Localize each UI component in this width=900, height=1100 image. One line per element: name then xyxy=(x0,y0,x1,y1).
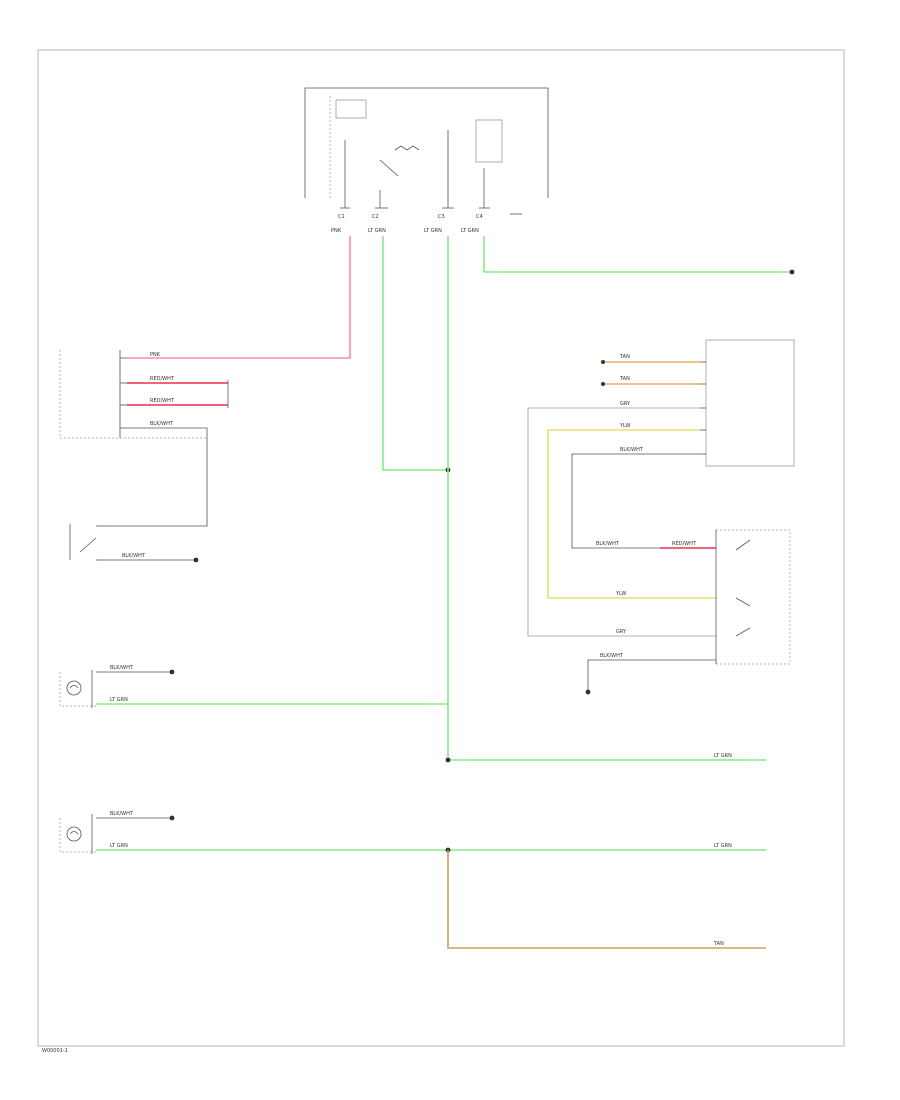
wire-label-ltgrn-top-2: LT GRN xyxy=(424,228,442,234)
wire-label-ylw-2: YLW xyxy=(615,591,626,597)
conn-c1-label: C1 xyxy=(338,214,345,220)
fuse-relay-block xyxy=(304,87,549,215)
wire-label-red-3: RED/WHT xyxy=(672,541,697,547)
conn-c3-label: C3 xyxy=(438,214,445,220)
wire-label-blk-4: BLK/WHT xyxy=(596,541,620,547)
conn-c4-label: C4 xyxy=(476,214,483,220)
range-switch xyxy=(715,529,791,665)
wire-label-ltgrn-r1: LT GRN xyxy=(714,753,732,759)
wire-ltgrn-ground xyxy=(382,236,448,471)
wire-label-ltgrn-top-1: LT GRN xyxy=(368,228,386,234)
wire-label-pnk-bcm: PNK xyxy=(150,352,161,358)
wire-label-red-2: RED/WHT xyxy=(150,398,175,404)
wire-label-tan-3: TAN xyxy=(713,941,724,947)
wire-label-pnk-top: PNK xyxy=(331,228,342,234)
wire-ltgrn-to-module xyxy=(483,236,792,273)
wire-label-red-1: RED/WHT xyxy=(150,376,175,382)
wire-label-blk-2: BLK/WHT xyxy=(122,553,146,559)
right-backup-lamp xyxy=(59,814,96,854)
wire-label-ltgrn-r2: LT GRN xyxy=(714,843,732,849)
wire-label-blk-3: BLK/WHT xyxy=(620,447,644,453)
wire-label-blk-7: BLK/WHT xyxy=(110,811,134,817)
transmission-control-module xyxy=(700,339,795,467)
wire-label-gry-2: GRY xyxy=(616,629,627,635)
wire-tan-bottom xyxy=(447,850,766,949)
wire-label-blk-1: BLK/WHT xyxy=(150,421,174,427)
wire-label-tan-2: TAN xyxy=(619,376,630,382)
wire-black-ground-2 xyxy=(587,659,716,692)
body-control-module xyxy=(59,350,207,439)
wire-gray-loop xyxy=(527,407,716,637)
wire-pink-main xyxy=(127,236,351,359)
footer-code: W00001-1 xyxy=(42,1048,68,1054)
backup-lamp-switch xyxy=(69,524,108,561)
wire-black-bcm-switch xyxy=(108,427,208,527)
wire-black-selector xyxy=(571,453,716,549)
wire-label-ltgrn-left: LT GRN xyxy=(110,697,128,703)
diagram-frame xyxy=(37,49,845,1047)
wire-label-gry-1: GRY xyxy=(620,401,631,407)
wire-label-blk-6: BLK/WHT xyxy=(110,665,134,671)
left-backup-lamp xyxy=(59,670,96,708)
conn-c2-label: C2 xyxy=(372,214,379,220)
wire-label-blk-5: BLK/WHT xyxy=(600,653,624,659)
wire-label-ltgrn-top-3: LT GRN xyxy=(461,228,479,234)
wire-yellow xyxy=(547,429,716,599)
wire-label-tan-1: TAN xyxy=(619,354,630,360)
wire-label-ltgrn-right: LT GRN xyxy=(110,843,128,849)
wire-label-ylw-1: YLW xyxy=(619,423,630,429)
